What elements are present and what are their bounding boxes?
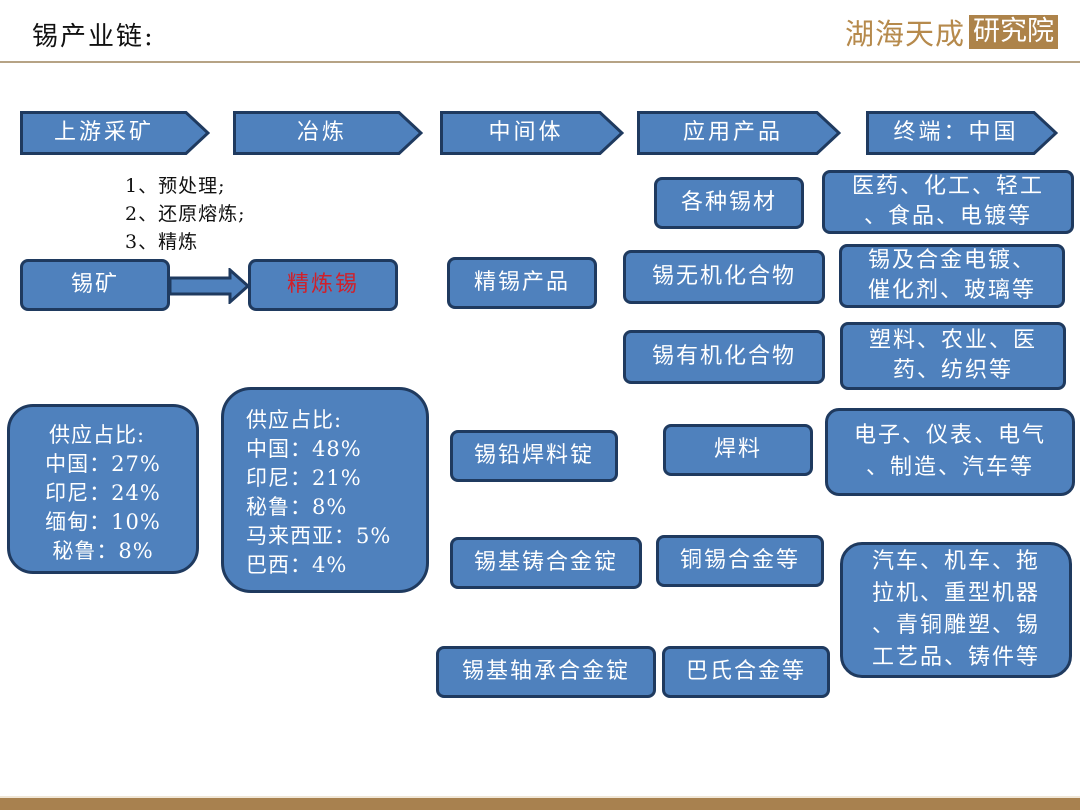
stage-upstream-mining: 上游采矿 [20, 111, 210, 155]
enduse-materials: 医药、化工、轻工 、食品、电镀等 [822, 170, 1074, 234]
stage-label: 上游采矿 [53, 120, 154, 145]
node-tin-base-bearing-alloy-ingot: 锡基轴承合金锭 [436, 646, 656, 698]
stage-application-products: 应用产品 [637, 111, 841, 155]
node-tin-lead-solder-ingot: 锡铅焊料锭 [450, 430, 618, 482]
supply-row: 印尼：24% [45, 481, 161, 505]
supply-row: 中国：27% [45, 452, 161, 476]
node-refined-tin-products: 精锡产品 [447, 257, 597, 309]
process-step: 3、精炼 [125, 231, 199, 253]
supply-row: 马来西亚：5% [246, 524, 392, 548]
enduse-line: 电子、仪表、电气 [853, 423, 1046, 448]
logo-text: 湖海天成 [845, 17, 966, 51]
enduse-line: 拉机、重型机器 [871, 581, 1040, 606]
right-arrow-icon [168, 268, 251, 304]
enduse-line: 、青铜雕塑、锡 [871, 613, 1040, 638]
enduse-line: 医药、化工、轻工 [851, 174, 1044, 199]
node-copper-tin-alloy: 铜锡合金等 [656, 535, 824, 587]
node-tin-ore: 锡矿 [20, 259, 170, 311]
enduse-line: 工艺品、铸件等 [871, 645, 1040, 670]
node-label: 精锡产品 [473, 270, 570, 295]
node-label: 锡无机化合物 [651, 264, 796, 289]
supply-row: 巴西：4% [246, 553, 348, 577]
footer-bar [0, 796, 1080, 810]
chevron-arrow-icon [20, 111, 210, 155]
supply-row: 秘鲁：8% [52, 539, 154, 563]
logo-badge: 研究院 [969, 15, 1059, 49]
supply-row: 中国：48% [246, 437, 362, 461]
enduse-line: 、食品、电镀等 [863, 204, 1032, 229]
node-inorganic-tin-compounds: 锡无机化合物 [623, 250, 825, 304]
node-label: 锡基轴承合金锭 [461, 659, 630, 684]
node-label: 锡铅焊料锭 [473, 443, 594, 468]
node-label: 巴氏合金等 [685, 659, 806, 684]
smelting-supply-share: 供应占比: 中国：48% 印尼：21% 秘鲁：8% 马来西亚：5% 巴西：4% [221, 387, 429, 593]
chevron-arrow-icon [637, 111, 841, 155]
logo: 湖海天成 研究院 [845, 14, 1059, 51]
stage-label: 中间体 [488, 120, 564, 145]
node-label: 焊料 [713, 437, 762, 462]
node-label: 铜锡合金等 [679, 548, 800, 573]
supply-title: 供应占比: [48, 423, 146, 447]
stage-label: 应用产品 [682, 120, 783, 145]
node-organic-tin-compounds: 锡有机化合物 [623, 330, 825, 384]
enduse-line: 药、纺织等 [892, 358, 1013, 383]
node-solder: 焊料 [663, 424, 813, 476]
process-step: 1、预处理; [125, 175, 226, 197]
supply-row: 印尼：21% [246, 466, 362, 490]
mining-supply-share: 供应占比: 中国：27% 印尼：24% 缅甸：10% 秘鲁：8% [7, 404, 199, 574]
enduse-line: 汽车、机车、拖 [871, 549, 1040, 574]
supply-title: 供应占比: [246, 408, 343, 432]
header-divider [0, 61, 1080, 63]
enduse-line: 锡及合金电镀、 [867, 248, 1036, 273]
enduse-line: 、制造、汽车等 [865, 455, 1034, 480]
process-step: 2、还原熔炼; [125, 203, 246, 225]
node-label: 各种锡材 [680, 190, 777, 215]
node-babbitt-alloy: 巴氏合金等 [662, 646, 830, 698]
node-tin-materials: 各种锡材 [654, 177, 804, 229]
enduse-alloys: 汽车、机车、拖 拉机、重型机器 、青铜雕塑、锡 工艺品、铸件等 [840, 542, 1072, 678]
enduse-organic: 塑料、农业、医 药、纺织等 [840, 322, 1066, 390]
stage-intermediate: 中间体 [440, 111, 624, 155]
node-label: 锡矿 [70, 272, 119, 297]
enduse-line: 塑料、农业、医 [868, 328, 1037, 353]
smelting-process-steps: 1、预处理; 2、还原熔炼; 3、精炼 [125, 172, 246, 256]
stage-terminal-china: 终端：中国 [866, 111, 1058, 155]
chevron-arrow-icon [866, 111, 1058, 155]
supply-row: 秘鲁：8% [246, 495, 348, 519]
node-refined-tin: 精炼锡 [248, 259, 398, 311]
page-title: 锡产业链: [32, 22, 155, 52]
node-label: 锡有机化合物 [651, 344, 796, 369]
node-label: 精炼锡 [286, 272, 359, 297]
stage-label: 终端：中国 [893, 120, 1019, 145]
chevron-arrow-icon [233, 111, 423, 155]
chevron-arrow-icon [440, 111, 624, 155]
stage-smelting: 冶炼 [233, 111, 423, 155]
node-label: 锡基铸合金锭 [473, 550, 618, 575]
enduse-inorganic: 锡及合金电镀、 催化剂、玻璃等 [839, 244, 1065, 308]
enduse-line: 催化剂、玻璃等 [867, 278, 1036, 303]
stage-label: 冶炼 [296, 120, 347, 145]
node-tin-base-casting-alloy-ingot: 锡基铸合金锭 [450, 537, 642, 589]
supply-row: 缅甸：10% [45, 510, 161, 534]
enduse-solder: 电子、仪表、电气 、制造、汽车等 [825, 408, 1075, 496]
